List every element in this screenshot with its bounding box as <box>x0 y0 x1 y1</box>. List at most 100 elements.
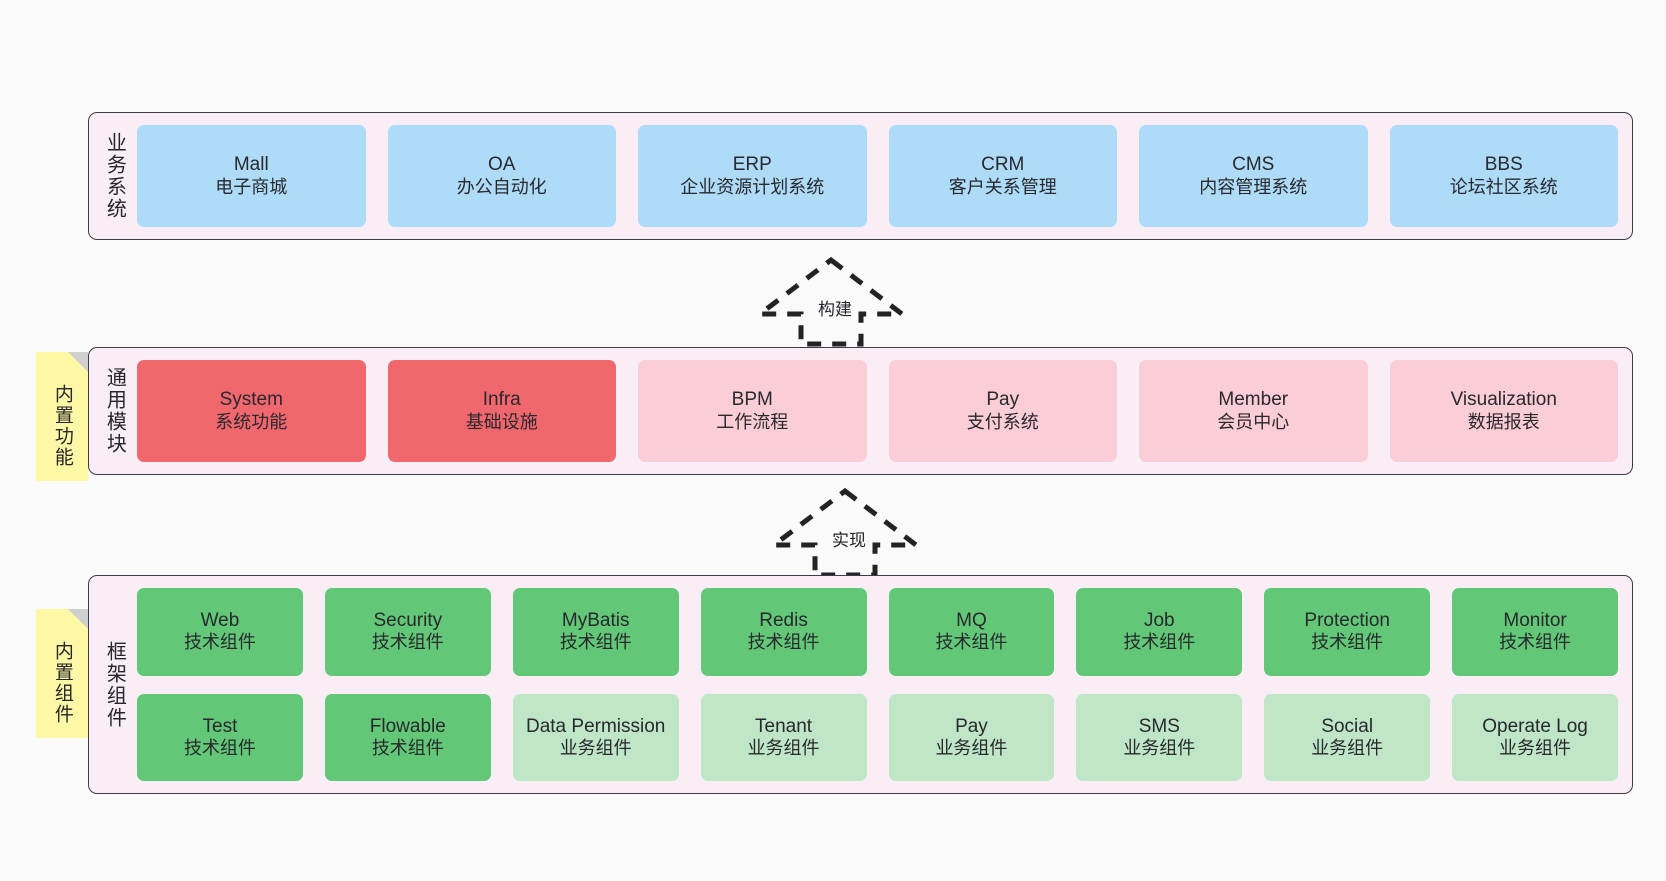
arrow-up-hollow-icon <box>752 256 910 347</box>
card-infra[interactable]: Infra 基础设施 <box>387 360 616 462</box>
card-title-en: ERP <box>732 154 772 176</box>
card-title-cn: 工作流程 <box>716 411 789 432</box>
sticky-note-label: 内置功能 <box>51 383 73 468</box>
card-title-en: Data Permission <box>525 715 666 737</box>
arrow-build: 构建 <box>752 256 910 348</box>
card-title-cn: 技术组件 <box>559 632 632 653</box>
card-tenant[interactable]: Tenant 业务组件 <box>700 693 867 781</box>
card-title-cn: 支付系统 <box>966 411 1039 432</box>
card-title-cn: 会员中心 <box>1217 411 1290 432</box>
card-member[interactable]: Member 会员中心 <box>1139 360 1368 462</box>
card-title-en: Visualization <box>1450 389 1557 411</box>
card-flowable[interactable]: Flowable 技术组件 <box>324 693 491 781</box>
card-bbs[interactable]: BBS 论坛社区系统 <box>1389 125 1618 227</box>
card-title-en: CRM <box>981 154 1025 176</box>
card-title-cn: 技术组件 <box>371 737 444 758</box>
card-monitor[interactable]: Monitor 技术组件 <box>1452 588 1618 676</box>
arrow-realize: 实现 <box>766 487 924 579</box>
card-title-en: Tenant <box>755 715 813 737</box>
card-title-cn: 企业资源计划系统 <box>680 176 825 197</box>
card-title-cn: 业务组件 <box>747 737 820 758</box>
card-title-cn: 基础设施 <box>465 411 538 432</box>
card-title-en: BPM <box>731 389 773 411</box>
card-test[interactable]: Test 技术组件 <box>137 693 303 781</box>
card-protection[interactable]: Protection 技术组件 <box>1264 588 1431 676</box>
layer-business-systems: 业务系统 Mall 电子商城 OA 办公自动化 ERP 企业资源计划系统 CRM… <box>88 112 1633 240</box>
card-cms[interactable]: CMS 内容管理系统 <box>1139 125 1368 227</box>
card-title-cn: 业务组件 <box>559 737 632 758</box>
card-system[interactable]: System 系统功能 <box>137 360 366 462</box>
card-pay[interactable]: Pay 支付系统 <box>888 360 1117 462</box>
card-title-en: OA <box>488 154 516 176</box>
card-title-cn: 业务组件 <box>935 737 1008 758</box>
card-title-cn: 电子商城 <box>215 176 288 197</box>
card-title-en: Test <box>202 715 238 737</box>
card-erp[interactable]: ERP 企业资源计划系统 <box>638 125 867 227</box>
card-title-cn: 技术组件 <box>935 632 1008 653</box>
card-title-cn: 技术组件 <box>1311 632 1384 653</box>
card-oa[interactable]: OA 办公自动化 <box>387 125 616 227</box>
card-title-cn: 办公自动化 <box>456 176 547 197</box>
sticky-note-builtin-components: 内置组件 <box>36 609 88 738</box>
card-title-cn: 内容管理系统 <box>1199 176 1308 197</box>
sticky-note-label: 内置组件 <box>51 640 73 725</box>
card-row: Web 技术组件 Security 技术组件 MyBatis 技术组件 Redi… <box>137 588 1618 676</box>
card-operate-log[interactable]: Operate Log 业务组件 <box>1452 693 1618 781</box>
arrow-label-build: 构建 <box>815 295 855 320</box>
card-title-cn: 技术组件 <box>183 737 256 758</box>
card-title-en: BBS <box>1484 154 1523 176</box>
card-title-en: Social <box>1321 715 1374 737</box>
card-row: Test 技术组件 Flowable 技术组件 Data Permission … <box>137 693 1618 781</box>
card-mybatis[interactable]: MyBatis 技术组件 <box>512 588 679 676</box>
card-title-cn: 业务组件 <box>1123 737 1196 758</box>
card-title-cn: 技术组件 <box>1123 632 1196 653</box>
card-title-en: Mall <box>233 154 269 176</box>
card-title-en: Operate Log <box>1482 715 1588 737</box>
card-title-cn: 业务组件 <box>1499 737 1572 758</box>
card-title-cn: 系统功能 <box>215 411 288 432</box>
card-web[interactable]: Web 技术组件 <box>137 588 303 676</box>
card-data-permission[interactable]: Data Permission 业务组件 <box>512 693 679 781</box>
card-title-en: MQ <box>956 610 987 632</box>
card-social[interactable]: Social 业务组件 <box>1264 693 1431 781</box>
card-title-en: Pay <box>955 715 988 737</box>
card-visualization[interactable]: Visualization 数据报表 <box>1389 360 1618 462</box>
card-security[interactable]: Security 技术组件 <box>324 588 491 676</box>
card-title-en: SMS <box>1138 715 1180 737</box>
card-title-en: Infra <box>482 389 521 411</box>
card-bpm[interactable]: BPM 工作流程 <box>638 360 867 462</box>
card-title-cn: 技术组件 <box>371 632 444 653</box>
card-pay-business[interactable]: Pay 业务组件 <box>888 693 1055 781</box>
arrow-label-realize: 实现 <box>829 526 869 551</box>
card-title-en: Web <box>200 610 240 632</box>
card-title-cn: 客户关系管理 <box>948 176 1057 197</box>
card-job[interactable]: Job 技术组件 <box>1076 588 1243 676</box>
card-title-en: Flowable <box>369 715 446 737</box>
card-title-cn: 技术组件 <box>747 632 820 653</box>
card-row: Mall 电子商城 OA 办公自动化 ERP 企业资源计划系统 CRM 客户关系… <box>137 125 1618 227</box>
card-title-cn: 技术组件 <box>1499 632 1572 653</box>
card-mall[interactable]: Mall 电子商城 <box>137 125 366 227</box>
card-title-en: Redis <box>759 610 808 632</box>
card-grid-business: Mall 电子商城 OA 办公自动化 ERP 企业资源计划系统 CRM 客户关系… <box>137 125 1618 227</box>
card-title-en: Security <box>373 610 443 632</box>
arrow-up-hollow-icon <box>766 487 924 578</box>
layer-framework-components: 框架组件 Web 技术组件 Security 技术组件 MyBatis 技术组件… <box>88 575 1633 794</box>
card-title-en: Monitor <box>1503 610 1567 632</box>
sticky-note-builtin-features: 内置功能 <box>36 352 88 481</box>
card-redis[interactable]: Redis 技术组件 <box>700 588 867 676</box>
card-title-cn: 论坛社区系统 <box>1449 176 1558 197</box>
card-grid-common: System 系统功能 Infra 基础设施 BPM 工作流程 Pay 支付系统… <box>137 360 1618 462</box>
card-sms[interactable]: SMS 业务组件 <box>1076 693 1243 781</box>
card-mq[interactable]: MQ 技术组件 <box>888 588 1055 676</box>
layer-common-modules: 通用模块 System 系统功能 Infra 基础设施 BPM 工作流程 Pay… <box>88 347 1633 475</box>
card-title-cn: 技术组件 <box>183 632 256 653</box>
card-crm[interactable]: CRM 客户关系管理 <box>888 125 1117 227</box>
card-title-en: Job <box>1143 610 1175 632</box>
card-grid-framework: Web 技术组件 Security 技术组件 MyBatis 技术组件 Redi… <box>137 588 1618 781</box>
card-title-cn: 业务组件 <box>1311 737 1384 758</box>
card-title-cn: 数据报表 <box>1467 411 1540 432</box>
card-title-en: System <box>219 389 283 411</box>
card-title-en: Pay <box>986 389 1020 411</box>
